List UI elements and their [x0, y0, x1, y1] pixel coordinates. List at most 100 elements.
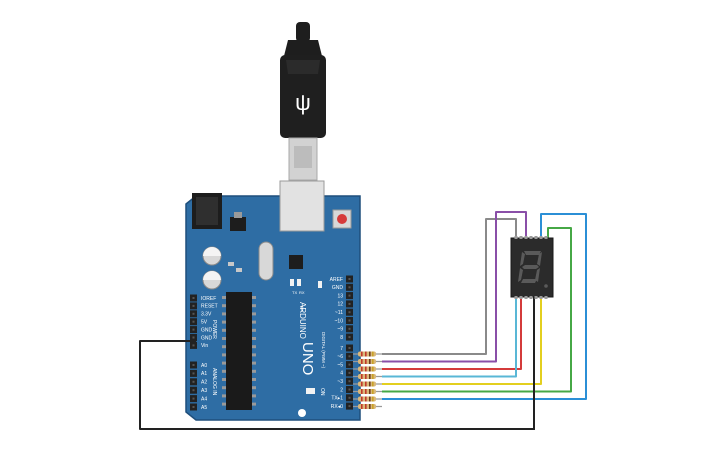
wire-yellow[interactable]	[382, 297, 542, 385]
wire-red[interactable]	[382, 297, 522, 370]
resistor-band	[361, 351, 363, 357]
digital-pin-hole	[348, 380, 351, 383]
arduino-logo-icon: ∞	[298, 306, 305, 311]
chip-pin	[252, 386, 256, 390]
regulator-tab	[234, 212, 242, 218]
resistor-band	[369, 359, 371, 364]
display-pin	[534, 296, 538, 299]
wire-blue[interactable]	[382, 213, 587, 400]
display-pin	[519, 296, 523, 299]
chip-pin	[222, 386, 226, 390]
digital-pin-label: ~3	[337, 379, 343, 385]
chip-pin	[252, 369, 256, 373]
usb-strain-relief	[284, 40, 322, 56]
resistor-band	[365, 396, 367, 402]
resistor-band	[372, 389, 374, 394]
wire-purple[interactable]	[382, 211, 527, 363]
seven-segment-display[interactable]: 8	[510, 236, 554, 299]
arduino-logo-text: ARDUINO	[298, 302, 307, 339]
chip-pin	[252, 378, 256, 381]
analog-pin-hole	[192, 397, 195, 400]
tx-led-label: TX	[292, 290, 297, 295]
resistor-band	[361, 396, 363, 402]
digital-pin-label: 4	[340, 371, 343, 377]
display-pin	[519, 236, 523, 239]
usb-plug-grip	[286, 60, 320, 74]
display-pin	[539, 236, 543, 239]
resistor-array[interactable]	[353, 351, 382, 410]
decimal-point	[544, 284, 548, 288]
display-pin	[544, 236, 548, 239]
resistor-band	[369, 374, 371, 379]
chip-pin	[222, 402, 226, 406]
power-pin-label: RESET	[201, 304, 218, 310]
display-pin	[514, 296, 518, 299]
analog-pin-hole	[192, 380, 195, 383]
analog-pin-label: A4	[201, 396, 207, 402]
wire-ground-black[interactable]	[139, 340, 353, 430]
digital-pin-label: 13	[337, 293, 343, 299]
analog-pin-label: A2	[201, 380, 207, 386]
digital-pin-label: ~5	[337, 362, 343, 368]
digital-pin-label: 2	[340, 387, 343, 393]
chip-pin	[222, 361, 226, 365]
chip-pin	[252, 353, 256, 357]
resistor-band	[372, 366, 374, 372]
digital-pin-hole	[348, 355, 351, 358]
display-pin	[524, 296, 528, 299]
reset-button-cap[interactable]	[337, 214, 347, 224]
power-pin-hole	[192, 304, 195, 307]
wire-ground-return[interactable]	[353, 297, 535, 430]
analog-pin-hole	[192, 389, 195, 392]
digital-pin-hole	[348, 302, 351, 305]
rx-led-label: RX	[299, 290, 305, 295]
power-pin-hole	[192, 320, 195, 323]
chip-pin	[252, 337, 256, 340]
resistor-band	[372, 381, 374, 387]
digital-pin-hole	[348, 319, 351, 322]
digital-pin-hole	[348, 286, 351, 289]
smd-part	[228, 262, 234, 266]
wire-gray[interactable]	[382, 218, 517, 355]
display-pin	[529, 236, 533, 239]
chip-pin	[252, 345, 256, 349]
display-pin	[524, 236, 528, 239]
chip-pin	[222, 369, 226, 373]
display-pin	[539, 296, 543, 299]
resistor-band	[365, 359, 367, 364]
wire-green[interactable]	[382, 227, 572, 393]
arduino-board[interactable]: TX RX ARDUINO ∞ UNO ON POWER ANALOG IN D…	[185, 180, 361, 421]
resistor-band	[372, 351, 374, 357]
chip-pin	[222, 328, 226, 332]
segment-e	[518, 268, 523, 282]
power-pin-label: 3.3V	[201, 312, 212, 318]
resistor-band	[361, 389, 363, 394]
usb-plug-body	[280, 55, 326, 138]
rx-led	[297, 279, 301, 286]
voltage-regulator	[230, 217, 246, 231]
resistor-band	[361, 374, 363, 379]
usb-cable[interactable]: ψ	[280, 22, 326, 181]
resistor-band	[365, 389, 367, 394]
wires[interactable]	[139, 211, 587, 430]
power-pin-hole	[192, 297, 195, 299]
chip-pin	[252, 328, 256, 332]
display-pin	[534, 236, 538, 239]
digital-pin-label: 12	[337, 302, 343, 308]
analog-pin-label: A1	[201, 371, 207, 377]
smd-part	[236, 268, 242, 272]
wire-cyan[interactable]	[382, 297, 517, 378]
resistor-band	[365, 351, 367, 357]
capacitor-1-top	[203, 247, 221, 256]
resistor-band	[365, 404, 367, 409]
chip-pin	[222, 337, 226, 340]
atmega-chip	[226, 292, 252, 410]
digital-pin-label: TX▸1	[331, 396, 343, 402]
uno-label: UNO	[299, 342, 316, 375]
digital-pin-hole	[348, 336, 351, 339]
power-pin-label: IOREF	[201, 296, 216, 302]
